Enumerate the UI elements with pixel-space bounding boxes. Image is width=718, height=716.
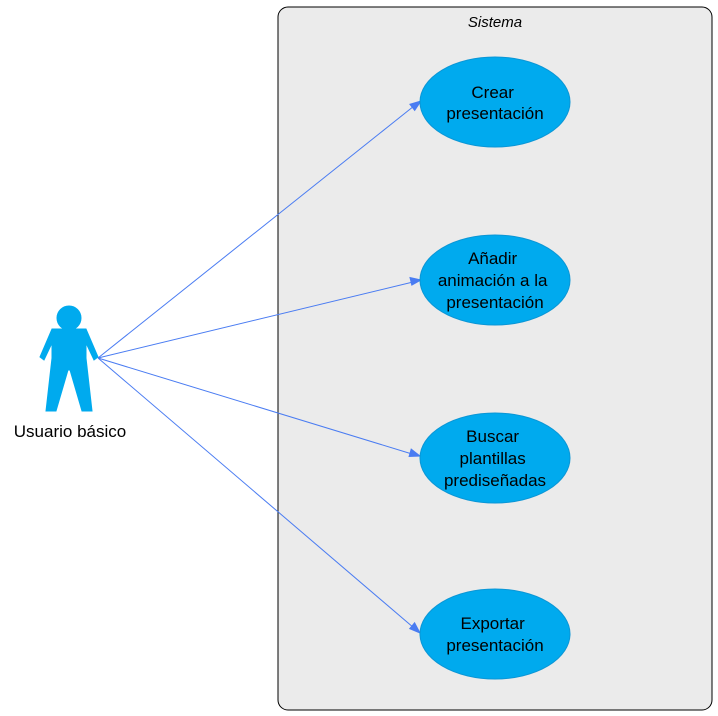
arrowhead-crear [409,100,423,112]
use-case-label-line: Exportar [461,614,526,633]
association-animacion [97,281,414,359]
use-case-label-line: Buscar [466,427,519,446]
system-box [277,6,713,711]
system-boundary: Sistema [277,6,713,711]
actor-head [56,305,82,331]
use-case-label-line: prediseñadas [444,471,546,490]
use-case-label-line: animación a la [438,271,548,290]
use-case-label: Añadir animación a la presentación [438,249,552,312]
use-case-label-line: plantillas [460,449,526,468]
use-case-label: Crear presentación [446,83,543,123]
use-case-ellipse [419,412,571,504]
use-case-label-line: presentación [446,293,543,312]
use-case-anadir-animacion[interactable]: Añadir animación a la presentación [419,234,571,326]
actor-usuario-basico[interactable]: Usuario básico [14,305,126,441]
use-case-label: Buscar plantillas prediseñadas [444,427,546,490]
arrowhead-exportar [408,621,422,634]
use-case-buscar-plantillas[interactable]: Buscar plantillas prediseñadas [419,412,571,504]
use-case-ellipse [419,588,571,680]
use-case-label-line: Crear [471,83,514,102]
association-crear [97,105,415,359]
use-case-label-line: Añadir [468,249,517,268]
use-case-label-line: presentación [446,636,543,655]
use-case-ellipse [419,56,571,148]
actor-label: Usuario básico [14,422,126,441]
use-case-exportar-presentacion[interactable]: Exportar presentación [419,588,571,680]
actor-body [39,328,99,412]
use-case-label: Exportar presentación [446,614,543,655]
association-plantillas [97,357,413,455]
use-case-ellipse [419,234,571,326]
arrowhead-plantillas [408,448,422,458]
use-case-label-line: presentación [446,104,543,123]
system-title: Sistema [468,14,522,31]
arrowhead-animacion [409,276,423,286]
association-exportar [97,357,415,629]
use-case-crear-presentacion[interactable]: Crear presentación [419,56,571,148]
associations [97,100,423,634]
